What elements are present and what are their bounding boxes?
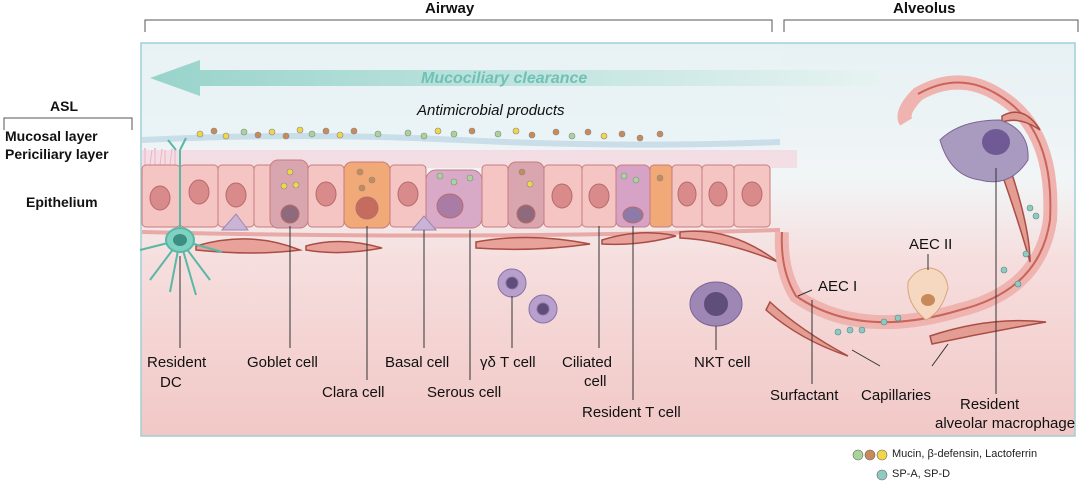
clara-cell-label: Clara cell <box>322 384 385 401</box>
resident-alveolar-macrophage-label-line2: alveolar macrophage <box>935 415 1076 432</box>
periciliary-layer-label: Periciliary layer <box>5 146 109 162</box>
resident-dc-label-line1: Resident <box>147 354 207 371</box>
ciliated-cell-label-line2: cell <box>584 373 607 390</box>
airway-bracket <box>144 19 773 32</box>
alveolar-macrophage-cell <box>939 119 1029 183</box>
gd-t-cell-label: γδ T cell <box>480 354 536 371</box>
resident-dc-illustration <box>139 137 223 296</box>
mucociliary-arrow <box>150 60 880 96</box>
capillaries-label: Capillaries <box>861 387 932 404</box>
alveolus-label: Alveolus <box>893 0 956 17</box>
aec1-label: AEC I <box>818 278 858 295</box>
sp-a-dots <box>834 204 1040 336</box>
antimicrobial-products-label: Antimicrobial products <box>417 102 565 119</box>
resident-alveolar-macrophage-label-line1: Resident <box>960 396 1020 413</box>
asl-bracket <box>3 117 133 130</box>
ciliated-cell-label-line1: Ciliated <box>562 354 613 371</box>
resident-dc-label-line2: DC <box>160 374 182 391</box>
antimicrobial-granules <box>196 126 664 192</box>
serous-cell-label: Serous cell <box>427 384 502 401</box>
legend-mucin-text: Mucin, β-defensin, Lactoferrin <box>892 448 1038 460</box>
aec2-label: AEC II <box>909 236 953 253</box>
legend-dots <box>852 449 888 481</box>
nkt-cell-label: NKT cell <box>694 354 751 371</box>
surfactant-label: Surfactant <box>770 387 839 404</box>
label-leaders <box>179 168 997 400</box>
asl-label: ASL <box>50 98 78 114</box>
alveolus-wall <box>774 75 1058 330</box>
mucosal-layer-label: Mucosal layer <box>5 128 98 144</box>
mucociliary-clearance-label: Mucociliary clearance <box>421 70 588 87</box>
epithelium-label: Epithelium <box>26 194 98 210</box>
goblet-cell-label: Goblet cell <box>247 354 318 371</box>
cell-nuclei <box>149 179 763 224</box>
aec2-cell <box>907 267 949 321</box>
gd-t-cells <box>497 268 558 324</box>
basal-cell-label: Basal cell <box>385 354 450 371</box>
resident-t-cell-label: Resident T cell <box>582 404 681 421</box>
airway-label: Airway <box>425 0 475 17</box>
alveolus-capillaries <box>765 111 1047 357</box>
alveolus-bracket <box>783 19 1079 32</box>
legend-spa-text: SP-A, SP-D <box>892 468 951 480</box>
airway-capillaries <box>195 230 779 263</box>
nkt-cell <box>689 281 743 327</box>
